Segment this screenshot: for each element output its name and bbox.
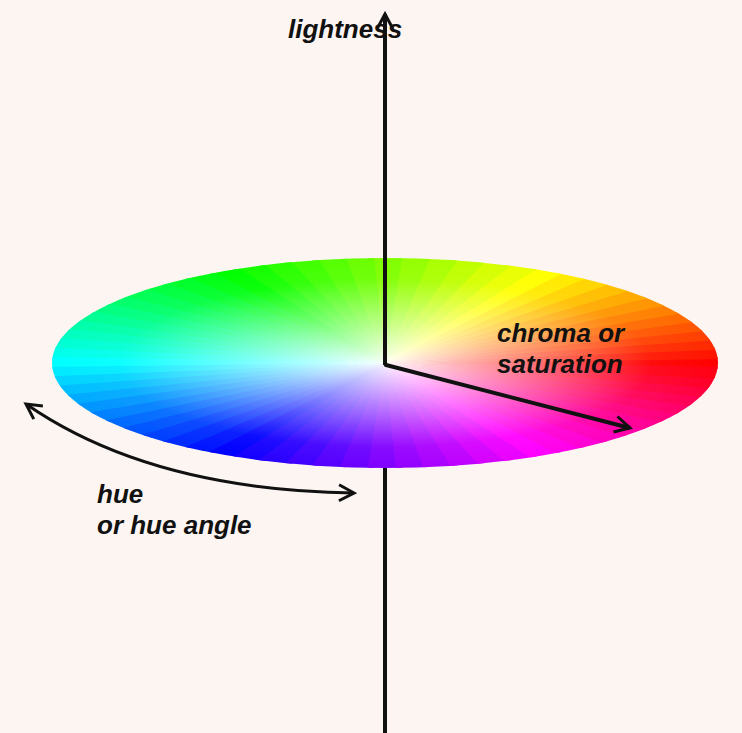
lightness-axis-lower: [383, 468, 387, 733]
axis-label: chroma or saturation: [497, 318, 692, 380]
hue-arrow: [26, 404, 354, 493]
axis-label: hue or hue angle: [97, 479, 357, 541]
axis-label: lightness: [288, 14, 488, 45]
lightness-axis-arrow: [383, 14, 387, 365]
